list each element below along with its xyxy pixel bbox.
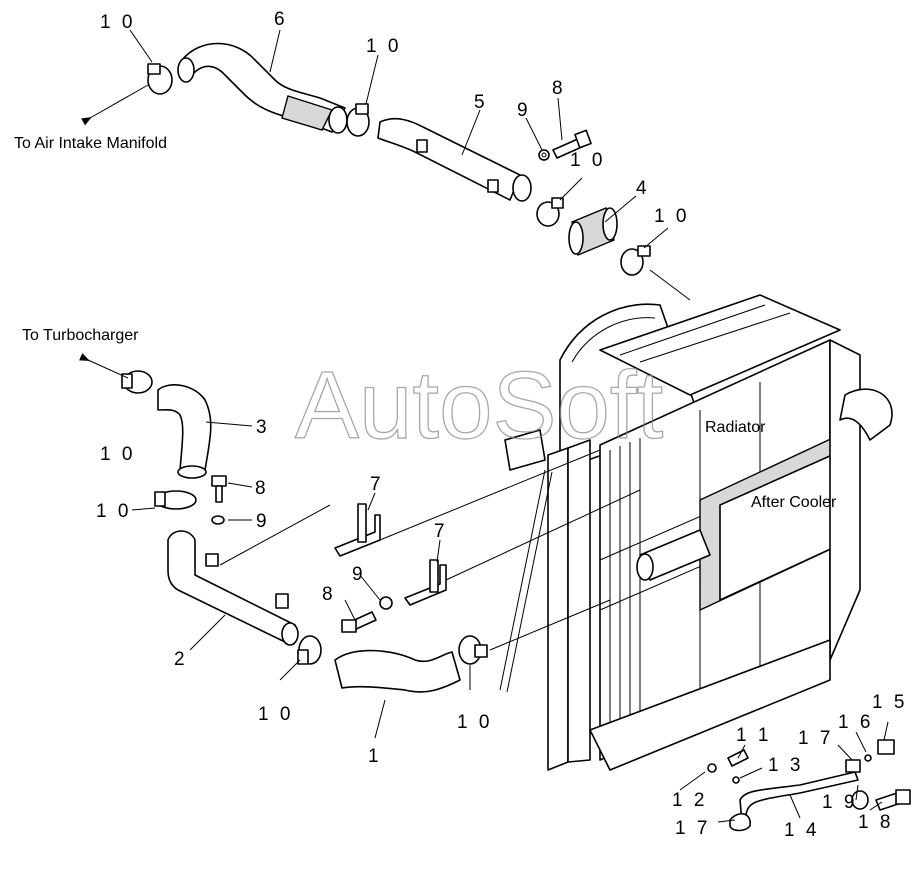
callout-7: 7 [370, 474, 384, 495]
leader-lines [129, 29, 889, 823]
washer-9-c [379, 596, 393, 610]
callout-10: 1 0 [570, 150, 605, 171]
washer-19 [851, 790, 869, 810]
callout-16: 1 6 [838, 712, 873, 733]
clamp-10-d [620, 245, 651, 276]
after-cooler-label: After Cooler [751, 494, 837, 511]
callout-12: 1 2 [672, 790, 707, 811]
bolt-8-b [211, 475, 227, 503]
clamp-10-e [121, 370, 153, 394]
callout-10: 1 0 [96, 501, 131, 522]
callout-10: 1 0 [100, 444, 135, 465]
hose-1 [334, 649, 461, 693]
clamp-10-f [154, 490, 197, 510]
callout-10: 1 0 [258, 704, 293, 725]
callout-6: 6 [274, 9, 288, 30]
clamp-10-a [147, 63, 173, 95]
clamp-10-b [346, 103, 370, 137]
bracket-7-a [334, 503, 381, 557]
bolt-8-c [341, 611, 377, 633]
callout-10: 1 0 [654, 206, 689, 227]
hose-4 [568, 207, 618, 256]
callout-17: 1 7 [675, 818, 710, 839]
bracket-7-b [404, 559, 447, 606]
callout-13: 1 3 [768, 755, 803, 776]
pipe-2 [167, 530, 299, 646]
turbocharger-arrow [79, 353, 129, 379]
callout-2: 2 [174, 649, 188, 670]
clamp-10-c [536, 197, 564, 227]
air-intake-label: To Air Intake Manifold [14, 135, 167, 152]
watermark-text: AutoSoft [295, 352, 663, 459]
bolt-18 [875, 789, 911, 811]
callout-14: 1 4 [784, 820, 819, 841]
callout-7: 7 [434, 521, 448, 542]
radiator-label: Radiator [705, 419, 766, 436]
callout-19: 1 9 [822, 792, 857, 813]
washer-9-a [538, 149, 550, 161]
callout-9: 9 [256, 511, 270, 532]
turbocharger-label: To Turbocharger [22, 327, 139, 344]
callout-10: 1 0 [100, 12, 135, 33]
callout-17: 1 7 [798, 728, 833, 749]
callout-9: 9 [352, 564, 366, 585]
callout-11: 1 1 [736, 725, 771, 746]
bolt-15 [877, 739, 895, 755]
callout-10: 1 0 [366, 36, 401, 57]
callout-4: 4 [636, 178, 650, 199]
oring-13 [732, 776, 740, 784]
gasket-16 [864, 754, 872, 762]
clamp-10-h [458, 635, 488, 665]
callout-9: 9 [517, 100, 531, 121]
bolt-8-a [552, 129, 592, 159]
fitting-17 [845, 759, 861, 773]
clamp-10-g [297, 635, 322, 665]
callout-3: 3 [256, 417, 270, 438]
callout-5: 5 [474, 92, 488, 113]
callout-8: 8 [322, 584, 336, 605]
callout-15: 1 5 [872, 692, 907, 713]
hose-6 [177, 42, 348, 134]
oring-12 [707, 763, 717, 773]
tube-14 [729, 771, 859, 832]
pipe-5 [377, 117, 532, 202]
callout-1: 1 [368, 746, 382, 767]
hose-3 [157, 384, 212, 479]
callout-18: 1 8 [858, 812, 893, 833]
washer-9-b [211, 515, 225, 525]
callout-8: 8 [552, 78, 566, 99]
callout-8: 8 [255, 478, 269, 499]
callout-10: 1 0 [457, 712, 492, 733]
air-intake-arrow [81, 84, 149, 126]
assembly-lines [219, 269, 691, 651]
